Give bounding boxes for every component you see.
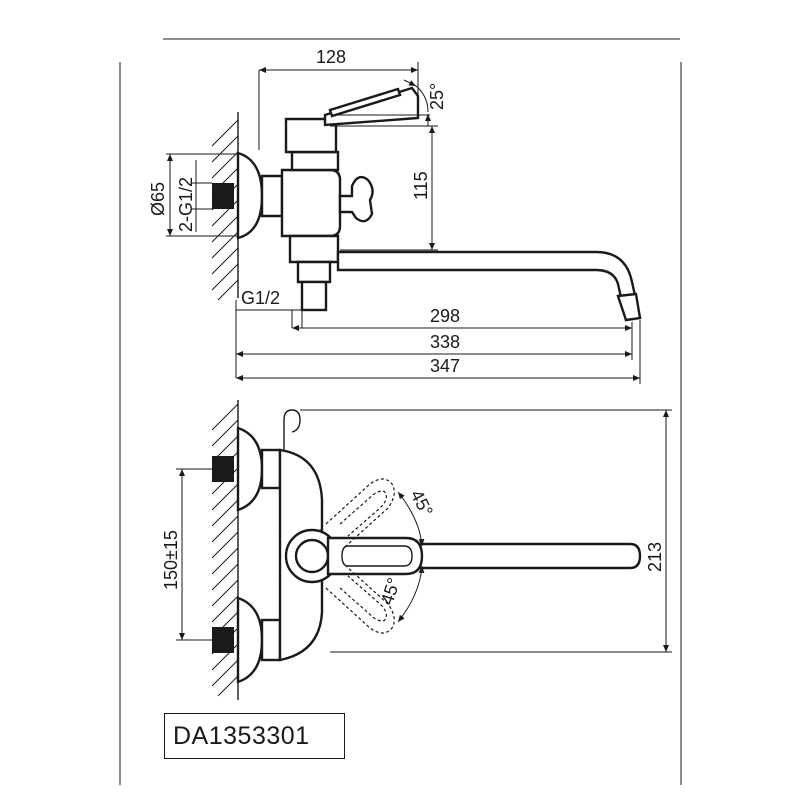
dim-text-angle-upper: 45°	[406, 486, 436, 519]
dim-overall-length: 347	[236, 320, 641, 384]
angle-arc-lower	[397, 565, 425, 623]
spout-side	[336, 250, 642, 322]
dim-text-flange-diameter: Ø65	[148, 182, 168, 216]
eccentric-nut-side	[260, 174, 284, 218]
dim-inlet-spacing: 150±15	[161, 468, 212, 641]
spout-aerator-side	[616, 292, 642, 322]
model-code: DA1353301	[173, 722, 310, 750]
lever-front-upper	[325, 478, 395, 547]
cartridge-housing-side	[284, 117, 338, 154]
shower-hook-front	[283, 409, 301, 450]
nut-upper-front	[260, 448, 282, 490]
dim-text-inlet-thread: 2-G1/2	[176, 177, 196, 232]
dim-text-outlet-height: 115	[411, 171, 431, 200]
dim-spout-reach-2: 338	[235, 300, 633, 378]
cartridge-inner-front	[294, 538, 330, 574]
lever-grip-side	[328, 87, 402, 118]
dim-flange-diameter: Ø65	[148, 153, 238, 237]
dim-text-spout-height: 213	[645, 542, 665, 572]
dim-top-width: 128	[258, 47, 419, 150]
body-lower-side	[288, 234, 340, 264]
flange-side	[236, 151, 264, 240]
dim-text-handle-angle: 25°	[427, 83, 447, 110]
lever-front-lower	[325, 565, 395, 634]
dim-text-outlet-thread: G1/2	[241, 288, 280, 308]
inlet-pipe-lower-front	[212, 627, 234, 653]
shower-outlet-side	[296, 260, 332, 284]
dim-text-inlet-spacing: 150±15	[161, 530, 181, 590]
dim-handle-angle: 25°	[336, 79, 447, 126]
dim-spout-height: 213	[300, 409, 672, 653]
dim-outlet-height: 115	[330, 125, 438, 251]
inlet-pipe-side	[212, 183, 234, 209]
body-column-side	[290, 150, 340, 172]
nut-lower-front	[260, 618, 282, 662]
dim-text-angle-lower: 45°	[377, 575, 404, 607]
front-view: 45° 45° 150±15 213	[161, 400, 672, 700]
outlet-nut-side	[300, 280, 328, 312]
dim-text-spout-reach-2: 338	[430, 332, 460, 352]
dim-spout-reach-1: 298	[292, 306, 633, 335]
dim-text-overall-length: 347	[430, 356, 460, 376]
model-code-box: DA1353301	[164, 713, 345, 759]
lever-front-upper-inner	[339, 490, 387, 537]
wall-hatch-front	[211, 400, 239, 700]
mixer-body-side	[280, 168, 342, 238]
dim-text-top-width: 128	[316, 47, 346, 67]
flange-upper-front	[236, 426, 264, 512]
angle-arc-upper	[397, 491, 425, 547]
inlet-pipe-upper-front	[212, 456, 234, 482]
flange-lower-front	[236, 596, 264, 684]
side-view: 128 25° 115 Ø65 2-G1/2	[148, 47, 642, 384]
dim-inlet-thread: 2-G1/2	[176, 160, 212, 232]
diverter-knob-side	[338, 175, 374, 223]
dim-text-spout-reach-1: 298	[430, 306, 460, 326]
